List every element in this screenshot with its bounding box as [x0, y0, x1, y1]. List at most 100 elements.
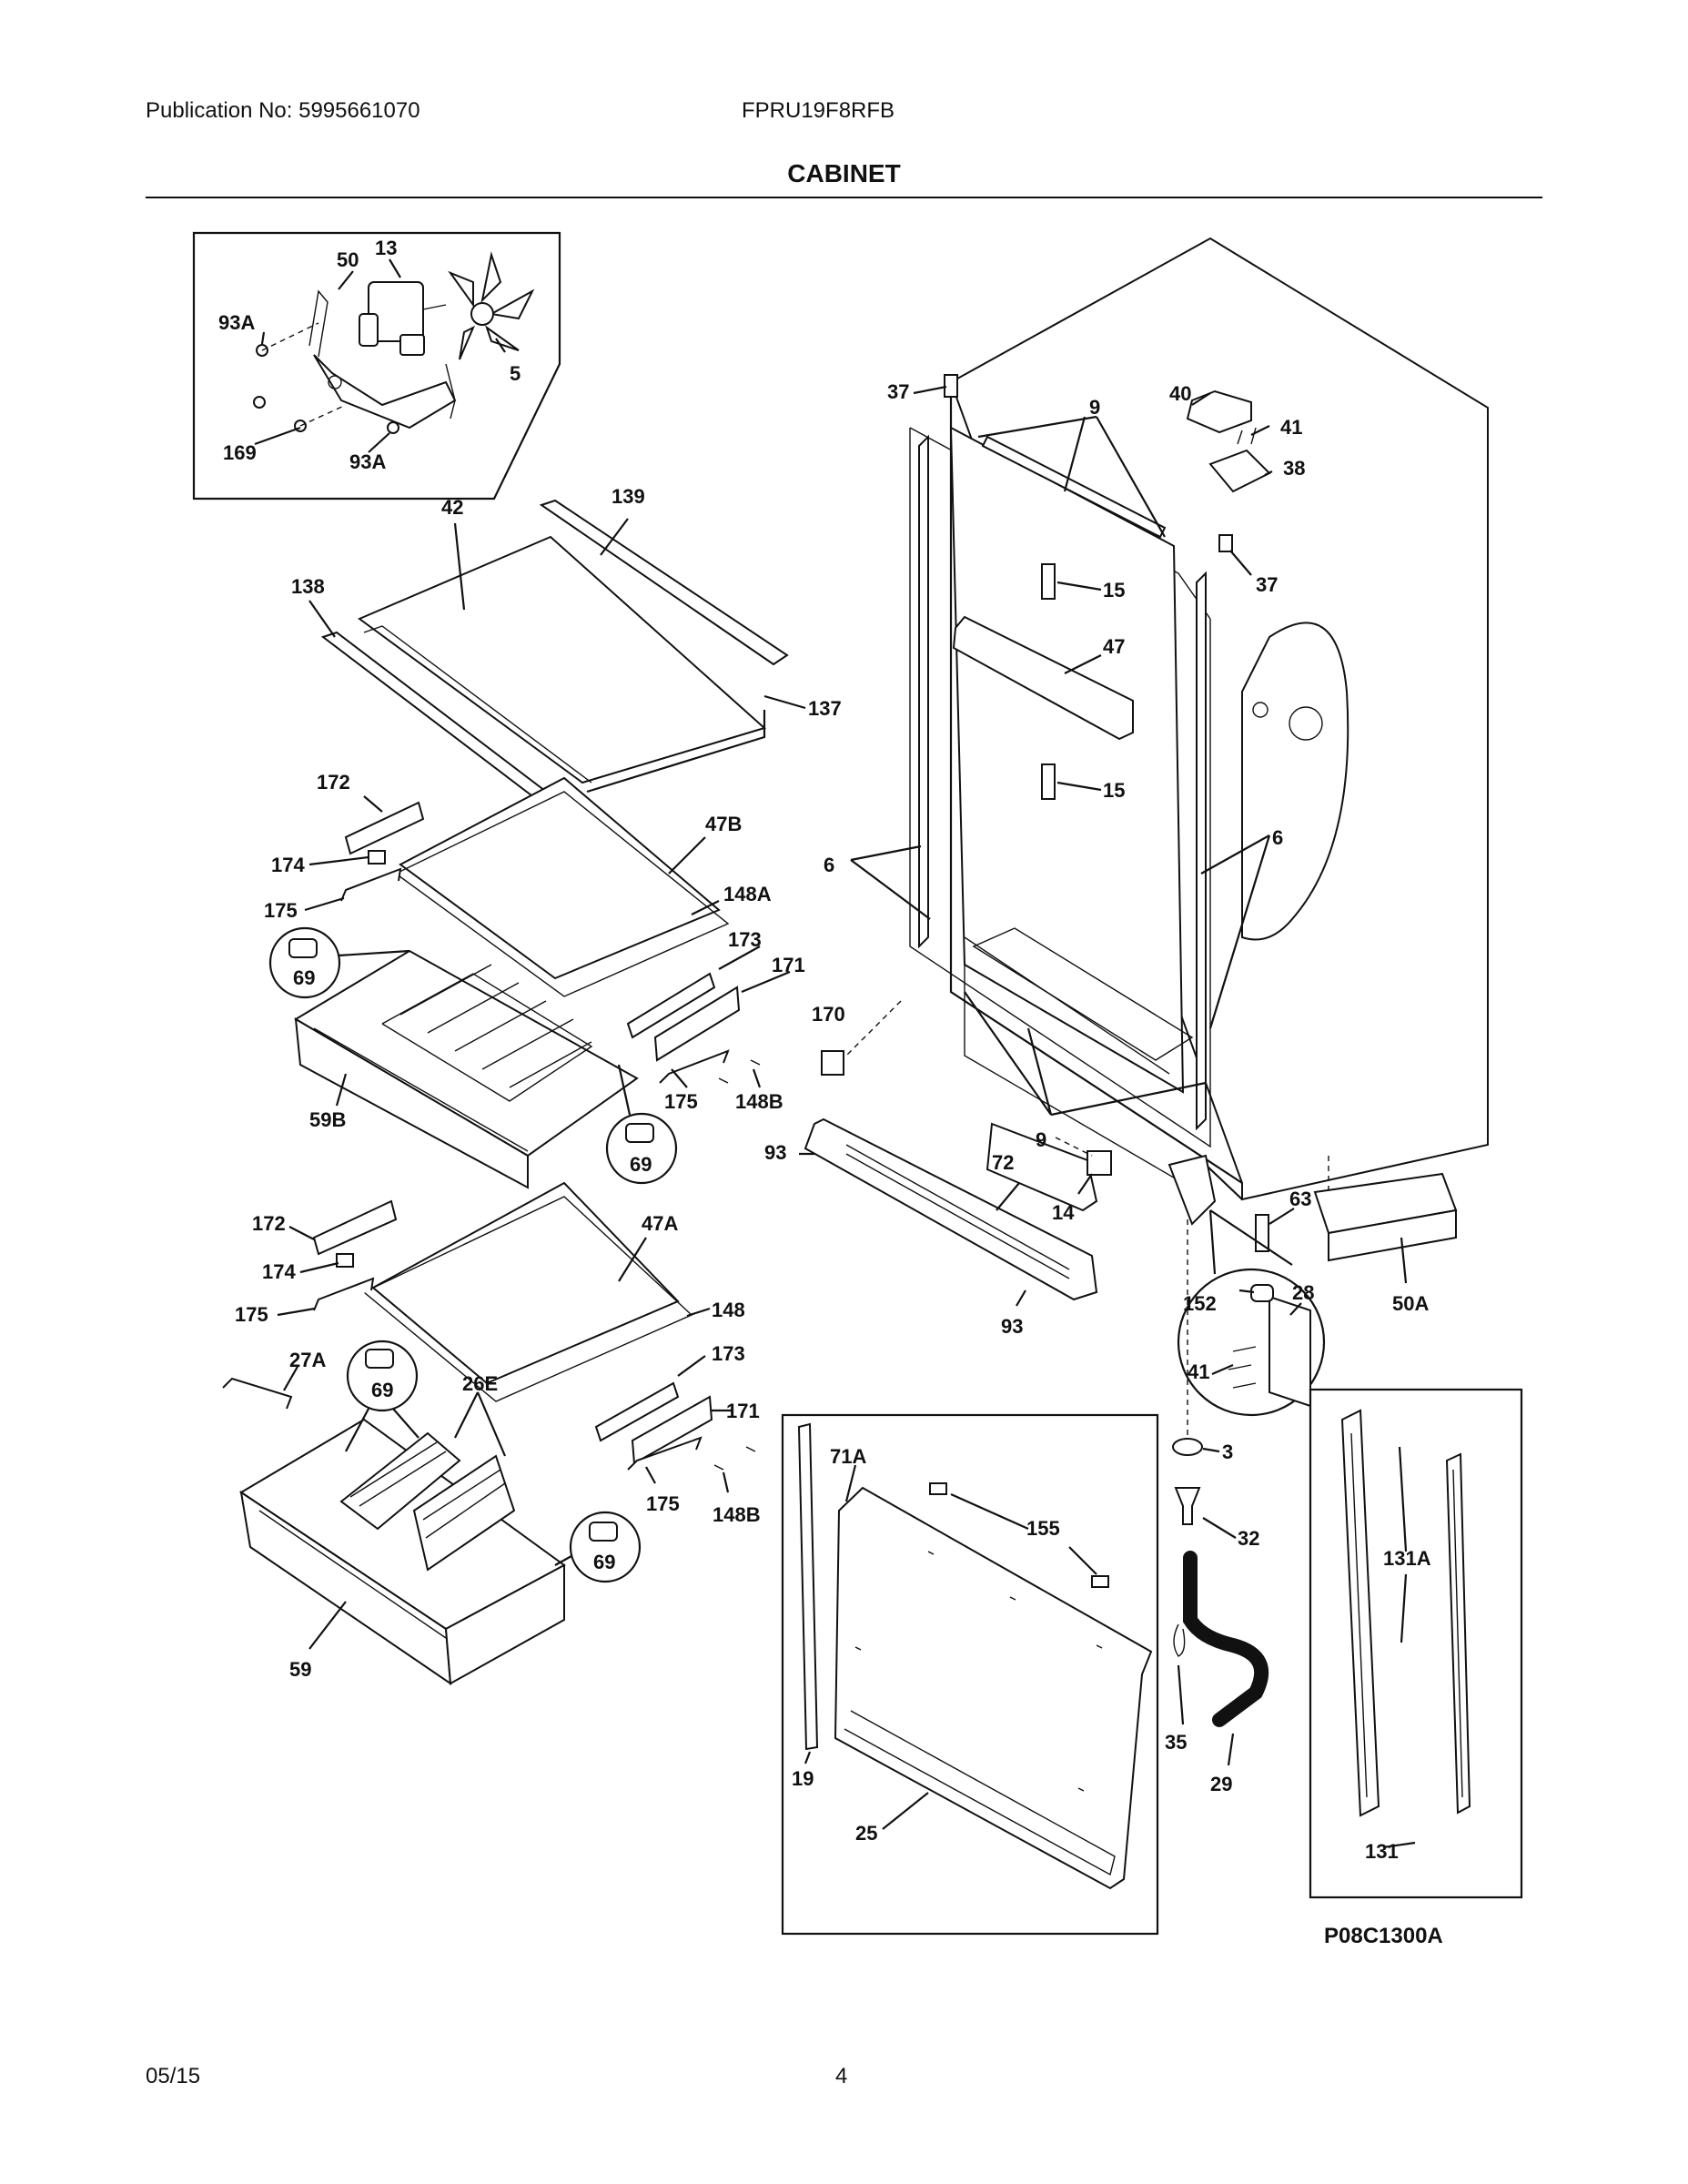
bumper-69-callout: 69	[554, 1511, 642, 1583]
callout-175: 175	[235, 1303, 268, 1326]
dividers-26e	[339, 1431, 516, 1572]
callout-173: 173	[728, 928, 762, 951]
grille-72	[804, 1117, 1098, 1301]
evaporator-cover	[1241, 622, 1349, 941]
crisper-pan-59b	[294, 949, 639, 1189]
divider-clip-27a	[222, 1377, 293, 1410]
callout-42: 42	[441, 496, 463, 519]
hinge-pin-152	[1250, 1284, 1274, 1302]
shelf-rail-139	[539, 499, 789, 666]
callout-27a: 27A	[289, 1349, 326, 1371]
callout-93a: 93A	[218, 311, 255, 334]
screws-148b	[718, 1059, 761, 1084]
top-shelf-assembly: 42 139 138 137	[291, 485, 842, 812]
upper-crisper-assembly: 172 47B 174 175 148A 173 171 175 148B 59…	[264, 771, 805, 1189]
hinge-detail: 152 28 41	[1177, 1209, 1326, 1417]
callout-6: 6	[824, 854, 834, 876]
callout-13: 13	[375, 237, 397, 259]
callout-171: 171	[772, 954, 805, 976]
support-175	[340, 867, 402, 902]
callout-9: 9	[1036, 1128, 1046, 1151]
callout-175: 175	[264, 899, 298, 922]
callout-50a: 50A	[1392, 1292, 1429, 1315]
floor-panel	[972, 927, 1194, 1061]
screws-41-hinge	[1228, 1346, 1257, 1389]
slide-172b	[312, 1199, 398, 1256]
screws-41-top	[1237, 427, 1257, 445]
callout-28: 28	[1292, 1281, 1314, 1304]
callout-155: 155	[1026, 1517, 1060, 1540]
callout-175: 175	[664, 1090, 698, 1113]
callout-50: 50	[337, 248, 359, 271]
bushing-37-left	[944, 374, 958, 398]
callout-131a: 131A	[1383, 1547, 1431, 1570]
callout-37: 37	[1256, 573, 1278, 596]
clip-174b	[336, 1253, 354, 1268]
part-170	[821, 1050, 844, 1076]
callout-170: 170	[812, 1003, 845, 1026]
callout-3: 3	[1222, 1441, 1233, 1463]
callout-69: 69	[293, 966, 315, 989]
callout-148a: 148A	[723, 883, 772, 905]
callout-40: 40	[1169, 382, 1191, 405]
bumper-69-callout: 69	[345, 1340, 419, 1452]
trim-19	[797, 1422, 819, 1751]
callout-138: 138	[291, 575, 325, 598]
callout-152: 152	[1183, 1292, 1217, 1315]
callout-72: 72	[992, 1151, 1014, 1174]
callout-93: 93	[1001, 1315, 1023, 1338]
bracket-15-bottom	[1041, 763, 1056, 800]
callout-47b: 47B	[705, 813, 742, 835]
crisper-pan-59	[239, 1418, 566, 1686]
panel-screws	[854, 1551, 1103, 1792]
callout-14: 14	[1052, 1201, 1075, 1224]
callout-59b: 59B	[309, 1108, 346, 1131]
lower-crisper-assembly: 172 47A 174 175 148 27A 26E 173 171 175 …	[222, 1181, 761, 1686]
bottom-hinge	[1167, 1154, 1217, 1226]
footer-page: 4	[835, 2064, 848, 2088]
door-panel-inset: 71A 155 19 25	[781, 1413, 1159, 1936]
callout-93: 93	[764, 1141, 786, 1164]
callout-139: 139	[612, 485, 645, 508]
callout-41: 41	[1188, 1360, 1209, 1383]
callout-38: 38	[1283, 457, 1305, 480]
callout-41: 41	[1280, 416, 1302, 439]
clip-155-top	[929, 1482, 947, 1495]
callout-35: 35	[1165, 1731, 1187, 1754]
callout-69: 69	[593, 1551, 615, 1573]
slide-172	[344, 801, 425, 855]
callout-26e: 26E	[462, 1372, 498, 1395]
callout-69: 69	[371, 1379, 393, 1401]
bumper-69-callout: 69	[605, 1064, 678, 1185]
support-175c	[313, 1277, 375, 1311]
cover-glass-47b	[399, 776, 721, 980]
plug-3	[1172, 1438, 1203, 1456]
callout-69: 69	[630, 1153, 652, 1176]
panel-71a	[834, 1486, 1153, 1890]
slide-173b	[594, 1381, 680, 1442]
clip-174	[368, 850, 386, 864]
callout-19: 19	[792, 1767, 814, 1790]
inset-frame	[781, 1413, 1159, 1936]
callout-15: 15	[1103, 779, 1125, 802]
screw-parts	[253, 322, 399, 434]
bushing-37-right	[1218, 534, 1233, 552]
end-cap-171b	[631, 1395, 713, 1465]
slide-173	[626, 972, 716, 1039]
cabinet-body: 37 9 40 41 38 37 15 47 15 6 6 9 72 14 63…	[764, 237, 1489, 1438]
bottom-hinge-28	[1269, 1295, 1311, 1408]
callout-63: 63	[1289, 1188, 1311, 1210]
callout-5: 5	[510, 362, 521, 385]
glass-shelf-42	[357, 535, 766, 784]
callout-29: 29	[1210, 1773, 1232, 1795]
hose-clamp-35	[1173, 1623, 1186, 1657]
header-rule	[146, 197, 1542, 198]
fan-motor-part	[359, 281, 447, 356]
callout-131: 131	[1365, 1840, 1399, 1863]
callout-148b: 148B	[735, 1090, 783, 1113]
inset-frame	[1309, 1388, 1523, 1899]
cover-glass-47a	[371, 1181, 680, 1385]
control-50a-base	[1328, 1208, 1457, 1262]
support-175b	[659, 1049, 730, 1084]
